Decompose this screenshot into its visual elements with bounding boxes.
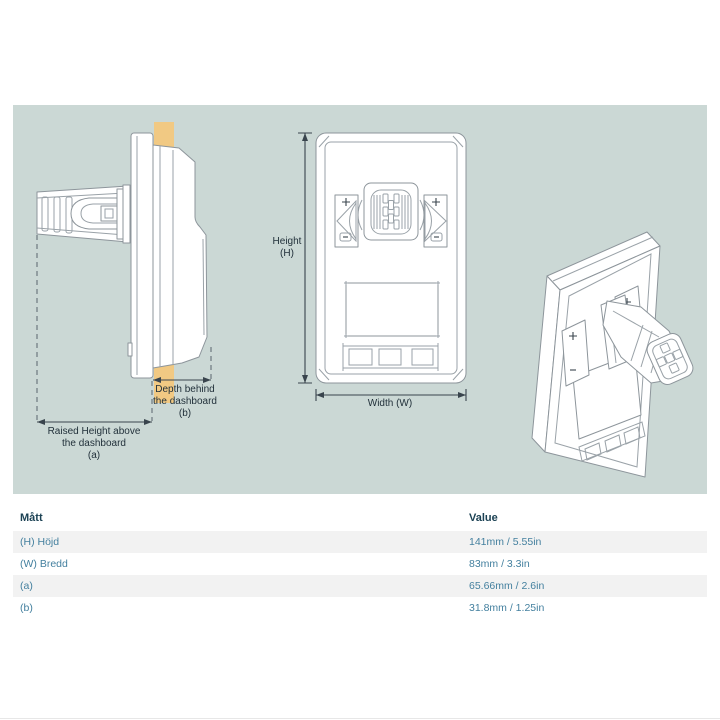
- raised-height-dimension-arrow: [37, 419, 152, 425]
- module-slots: [382, 193, 400, 230]
- row-value: 141mm / 5.55in: [469, 536, 542, 548]
- height-dimension-line: [298, 132, 312, 384]
- row-label: (H) Höjd: [20, 536, 60, 548]
- row-value: 31.8mm / 1.25in: [469, 602, 545, 614]
- clamp-rib: [53, 196, 61, 233]
- clamp-assembly: [36, 184, 131, 244]
- flange-nub: [127, 342, 133, 357]
- width-dimension-label: Width (W): [367, 398, 413, 409]
- clamp-rib: [41, 196, 49, 232]
- technical-drawing: [36, 122, 694, 478]
- column-header-matt: Mått: [20, 512, 43, 524]
- right-rocker-button: [423, 194, 448, 248]
- row-label: (W) Bredd: [20, 558, 68, 570]
- left-rocker-button: [334, 194, 359, 248]
- knob-cap: [646, 333, 694, 385]
- collar-ring: [116, 188, 124, 240]
- column-header-value: Value: [469, 512, 498, 524]
- width-dimension-line: [315, 389, 467, 401]
- collar-ring: [122, 184, 131, 244]
- knob-assembly: [600, 294, 694, 385]
- device-body-side: [152, 144, 208, 369]
- clamp-nut: [100, 205, 118, 222]
- table-row: (b) 31.8mm / 1.25in: [13, 597, 707, 619]
- row-label: (a): [20, 580, 33, 592]
- side-view-drawing: [36, 122, 212, 425]
- front-view-drawing: [298, 132, 467, 401]
- row-value: 83mm / 3.3in: [469, 558, 530, 570]
- mounting-flange: [127, 132, 154, 379]
- table-row: (W) Bredd 83mm / 3.3in: [13, 553, 707, 575]
- table-row: (a) 65.66mm / 2.6in: [13, 575, 707, 597]
- diagram-panel: Height (H) Width (W) Depth behind the da…: [13, 105, 707, 494]
- perspective-view-drawing: [531, 231, 694, 478]
- depth-behind-dashboard-label: Depth behind the dashboard (b): [153, 384, 217, 419]
- depth-dimension-arrow: [153, 377, 211, 383]
- mount-plate-left: [561, 319, 590, 387]
- corner-marks: [318, 135, 464, 381]
- ball-mount-module: [357, 182, 425, 241]
- plus-icon: [342, 198, 350, 206]
- dimensions-table: Mått Value (H) Höjd 141mm / 5.55in (W) B…: [13, 505, 707, 619]
- screen-area: [344, 281, 440, 338]
- row-label: (b): [20, 602, 33, 614]
- row-value: 65.66mm / 2.6in: [469, 580, 545, 592]
- connector-bar-3q: [578, 421, 646, 462]
- height-dimension-label: Height (H): [272, 236, 302, 259]
- minus-icon: [430, 232, 443, 242]
- raised-height-label: Raised Height above the dashboard (a): [47, 426, 141, 461]
- plus-icon: [569, 332, 577, 340]
- module-grille: [373, 195, 409, 229]
- table-header-row: Mått Value: [13, 505, 707, 531]
- knob-cap-cross-slots: [655, 342, 684, 374]
- bottom-divider: [0, 718, 720, 719]
- left-arrow-triangle: [336, 199, 357, 243]
- plus-icon: [432, 198, 440, 206]
- right-arrow-triangle: [424, 199, 447, 243]
- minus-icon: [339, 232, 352, 242]
- table-row: (H) Höjd 141mm / 5.55in: [13, 531, 707, 553]
- connector-bar: [342, 343, 439, 371]
